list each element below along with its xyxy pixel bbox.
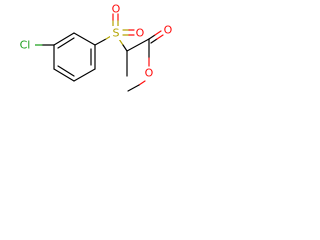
- atom-label-o-sulfonyl-right: O: [136, 27, 145, 40]
- bond-o-methyl: [127, 84, 140, 92]
- bond-c-o-carbonyl-2b: [156, 34, 164, 40]
- oxygen-label-carbonyl: O: [164, 24, 173, 37]
- atom-label-o-carbonyl: O: [164, 24, 173, 37]
- bond-c-o-carbonyl-2: [150, 38, 158, 44]
- ring-bond-2: [73, 32, 96, 46]
- ring-bond-5: [53, 68, 75, 82]
- bond-s-calpha: [122, 44, 128, 52]
- molecule-structure: Cl S O O O O: [15, 3, 173, 92]
- bond-calpha-ccarbonyl: [126, 38, 150, 52]
- ring-double-bond-1: [57, 37, 75, 49]
- sulfur-label: S: [113, 27, 120, 40]
- oxygen-label-ester: O: [145, 67, 154, 80]
- oxygen-label-sulfonyl-right: O: [136, 27, 145, 40]
- atom-label-o-ester: O: [145, 67, 154, 80]
- oxygen-label-sulfonyl-top: O: [112, 3, 121, 16]
- bond-c-o-carbonyl-1b: [154, 30, 162, 36]
- benzene-ring: [53, 32, 96, 82]
- ring-bond-4: [73, 68, 96, 82]
- ring-double-bond-3: [57, 65, 75, 77]
- atom-label-o-sulfonyl-top: O: [112, 3, 121, 16]
- bond-ring-s: [94, 38, 107, 46]
- atom-label-s: S: [110, 26, 122, 40]
- chlorine-label: Cl: [20, 39, 31, 52]
- ring-bond-1: [53, 32, 75, 46]
- bond-c-o-carbonyl-1: [148, 34, 156, 40]
- atom-label-cl: Cl: [15, 38, 35, 52]
- bond-o-methyl-colored: [138, 80, 146, 86]
